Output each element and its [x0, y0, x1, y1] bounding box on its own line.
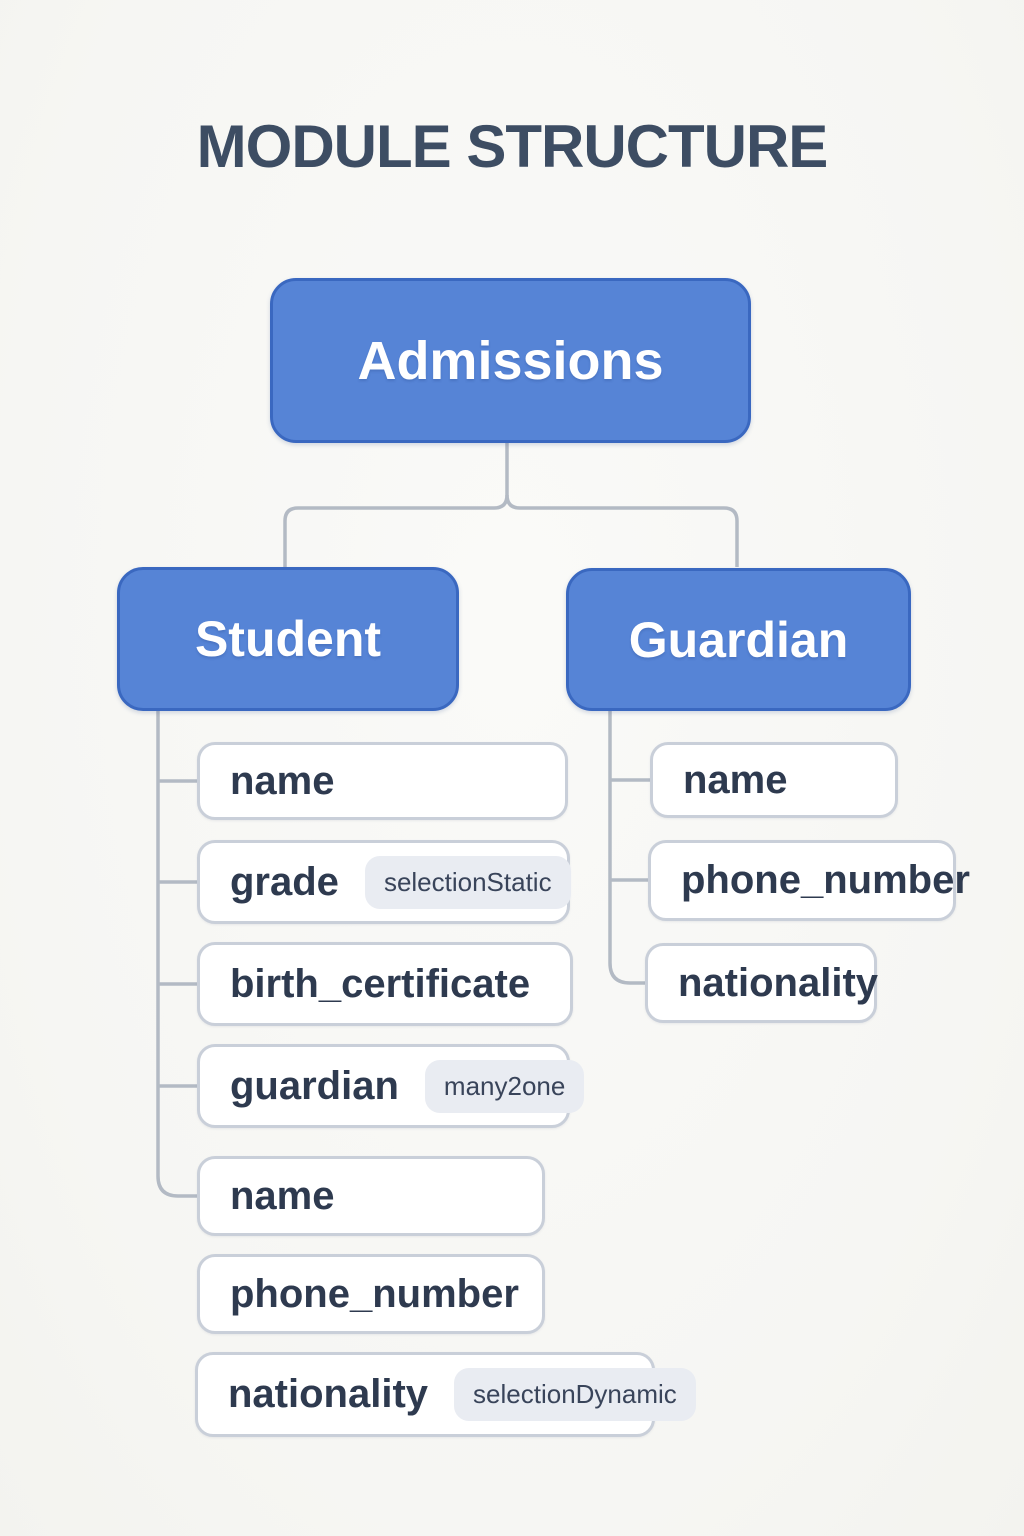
field-box-guardian-nationality: nationality [645, 943, 879, 1023]
field-label: nationality [228, 1372, 429, 1416]
field-box-student-phone-number: phone_number [197, 1254, 545, 1334]
field-label: guardian [230, 1063, 399, 1108]
connector-root-to-student [283, 437, 509, 567]
field-box-guardian-name: name [650, 742, 898, 818]
field-type-badge: many2one [424, 1059, 585, 1113]
field-type-badge: selectionDynamic [454, 1368, 696, 1421]
node-admissions-label: Admissions [357, 330, 664, 391]
diagram-title: MODULE STRUCTURE [196, 113, 829, 180]
field-label: birth_certificate [230, 961, 531, 1006]
node-student-label: Student [194, 611, 382, 667]
connector-student-spine [156, 705, 197, 1198]
node-guardian: Guardian [566, 568, 911, 711]
field-label: name [230, 758, 335, 803]
field-label: nationality [678, 960, 879, 1005]
node-student: Student [117, 567, 459, 711]
connector-root-to-guardian [505, 494, 739, 567]
field-box-student-name-2: name [197, 1156, 545, 1236]
field-label: phone_number [230, 1271, 519, 1316]
node-guardian-label: Guardian [628, 611, 849, 668]
node-admissions: Admissions [270, 278, 751, 443]
field-label: phone_number [681, 858, 970, 902]
field-box-guardian-phone-number: phone_number [648, 840, 970, 921]
field-label: name [230, 1173, 335, 1218]
field-label: name [683, 757, 788, 802]
field-box-student-guardian: guardian many2one [197, 1044, 585, 1128]
connector-guardian-spine [608, 705, 645, 985]
field-box-student-name: name [197, 742, 568, 820]
field-box-student-grade: grade selectionStatic [197, 840, 571, 924]
field-box-student-birth-certificate: birth_certificate [197, 942, 573, 1026]
field-box-student-nationality: nationality selectionDynamic [195, 1352, 696, 1437]
field-label: grade [230, 859, 339, 904]
field-type-badge: selectionStatic [364, 855, 571, 909]
